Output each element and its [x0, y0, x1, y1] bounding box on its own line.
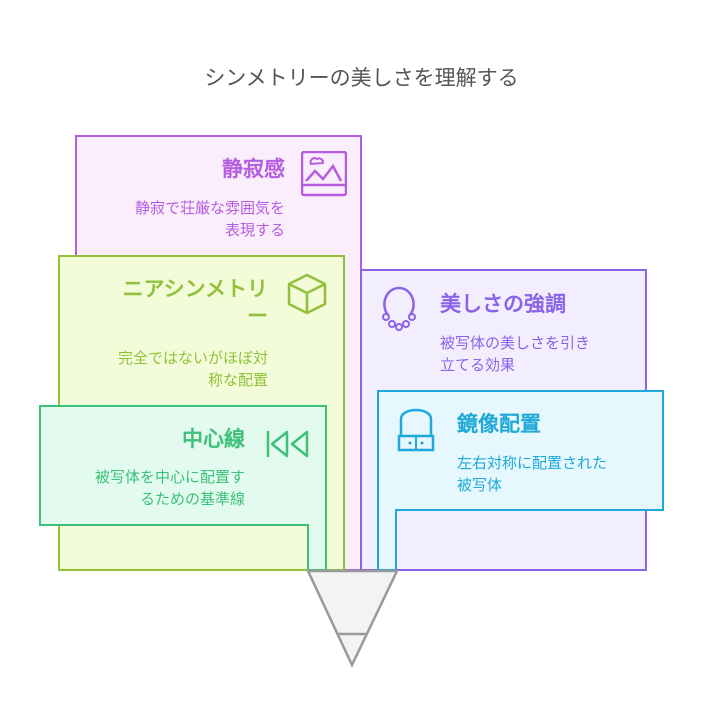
card-near-symmetry-desc-2: 称な配置: [207, 371, 268, 389]
card-near-symmetry-desc-1: 完全ではないがほぼ対: [117, 349, 268, 367]
card-center-line-desc-2: るための基準線: [139, 490, 245, 508]
necklace-icon: [382, 286, 416, 331]
card-tranquility-heading: 静寂感: [222, 157, 285, 181]
card-beauty-desc-1: 被写体の美しさを引き: [440, 334, 591, 352]
funnel-tip: [306, 569, 399, 668]
card-near-symmetry-heading-2: ー: [247, 304, 268, 328]
card-mirror-heading: 鏡像配置: [457, 412, 541, 436]
card-tranquility-desc-2: 表現する: [224, 221, 285, 239]
card-center-line-heading: 中心線: [182, 427, 245, 451]
card-mirror-desc-2: 被写体: [457, 476, 503, 494]
card-center-line-desc-1: 被写体を中心に配置す: [94, 468, 245, 486]
card-near-symmetry-heading-1: ニアシンメトリ: [122, 277, 268, 301]
page-title: シンメトリーの美しさを理解する: [204, 66, 519, 90]
rewind-icon: [266, 430, 309, 458]
card-beauty-desc-2: 立てる効果: [440, 356, 516, 374]
card-mirror-desc-1: 左右対称に配置された: [457, 454, 608, 472]
card-beauty-heading: 美しさの強調: [440, 292, 566, 316]
image-icon: [301, 151, 347, 197]
card-tranquility-desc-1: 静寂で荘厳な雰囲気を: [134, 199, 285, 217]
cube-icon: [287, 273, 327, 315]
cabinet-icon: [397, 408, 435, 452]
